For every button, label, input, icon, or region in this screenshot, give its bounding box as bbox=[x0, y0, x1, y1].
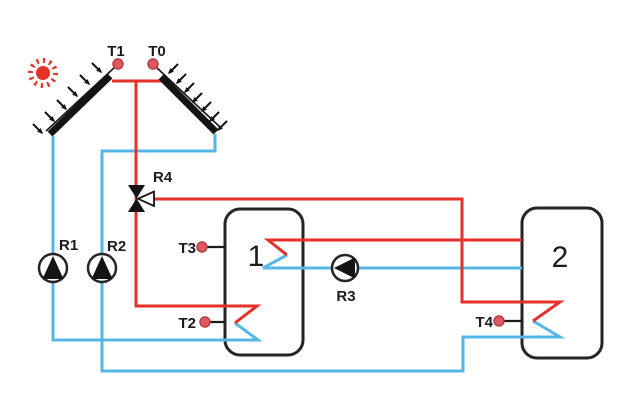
sun-icon bbox=[28, 58, 58, 88]
hot-pipes bbox=[112, 79, 565, 325]
solar-collector-right bbox=[156, 67, 222, 135]
solar-radiation-arrow-icon bbox=[79, 74, 91, 86]
pump-r1 bbox=[37, 252, 69, 284]
tank-1-number: 1 bbox=[248, 240, 265, 273]
pipe-collector2-return bbox=[100, 134, 566, 373]
solar-radiation-arrow-icon bbox=[216, 120, 228, 132]
sensor-dots bbox=[112, 58, 505, 328]
pump-r2 bbox=[86, 252, 118, 284]
collector-right-absorber bbox=[158, 74, 219, 135]
three-way-valve-icon bbox=[128, 185, 155, 212]
valve-r4-label: R4 bbox=[153, 169, 173, 186]
sensor-t2-label: T2 bbox=[178, 315, 196, 332]
tank-2-number: 2 bbox=[552, 241, 569, 274]
pump-r3-rotor bbox=[334, 257, 355, 279]
solar-radiation-arrow-icon bbox=[183, 82, 195, 94]
temperature-sensor-dot-icon bbox=[493, 315, 505, 327]
valve-top-cone bbox=[128, 185, 145, 199]
pipe-collector1-return bbox=[51, 136, 263, 342]
sensor-t4-label: T4 bbox=[475, 314, 493, 331]
sensor-t3-label: T3 bbox=[178, 240, 196, 257]
pipe-tank-transfer-flow bbox=[263, 238, 522, 257]
solar-collector-left bbox=[45, 66, 116, 137]
pipe-solar-flow-tank2 bbox=[150, 197, 565, 323]
valve-bottom-cone bbox=[128, 198, 145, 212]
sun-disc bbox=[36, 66, 50, 80]
solar-radiation-arrow-icon bbox=[191, 92, 203, 104]
solar-radiation-arrow-icon bbox=[175, 73, 187, 85]
temperature-sensor-dot-icon bbox=[199, 316, 211, 328]
cold-pipes bbox=[51, 134, 566, 373]
tank-2-vessel bbox=[520, 206, 604, 360]
solar-radiation-arrow-icon bbox=[56, 99, 68, 111]
solar-radiation-arrow-icon bbox=[67, 86, 79, 98]
pump-r2-rotor bbox=[91, 256, 113, 279]
temperature-sensor-dot-icon bbox=[196, 241, 208, 253]
solar-radiation-arrows-left bbox=[32, 62, 103, 135]
solar-radiation-arrow-icon bbox=[32, 123, 44, 135]
pump-r3-label: R3 bbox=[336, 288, 355, 305]
sensor-t1-label: T1 bbox=[107, 43, 125, 60]
temperature-sensor-dot-icon bbox=[147, 58, 159, 70]
solar-radiation-arrows-right bbox=[167, 63, 228, 132]
pump-r1-label: R1 bbox=[59, 237, 78, 254]
sensor-t0-label: T0 bbox=[148, 43, 166, 60]
sun-rays bbox=[28, 58, 58, 88]
valve-side-cone bbox=[135, 190, 155, 208]
pump-r1-rotor bbox=[42, 256, 64, 279]
pipe-tank-transfer-return bbox=[262, 253, 522, 270]
collector-left-absorber bbox=[47, 73, 113, 137]
solar-radiation-arrow-icon bbox=[44, 111, 56, 123]
temperature-sensor-dot-icon bbox=[112, 58, 124, 70]
solar-radiation-arrow-icon bbox=[200, 101, 212, 113]
storage-tank-1 bbox=[223, 207, 305, 357]
solar-radiation-arrow-icon bbox=[167, 63, 179, 75]
pump-r2-label: R2 bbox=[107, 238, 126, 255]
solar-radiation-arrow-icon bbox=[208, 111, 220, 123]
pump-r3 bbox=[330, 253, 360, 283]
solar-radiation-arrow-icon bbox=[91, 62, 103, 74]
storage-tank-2 bbox=[520, 206, 604, 360]
tank-1-vessel bbox=[223, 207, 305, 357]
